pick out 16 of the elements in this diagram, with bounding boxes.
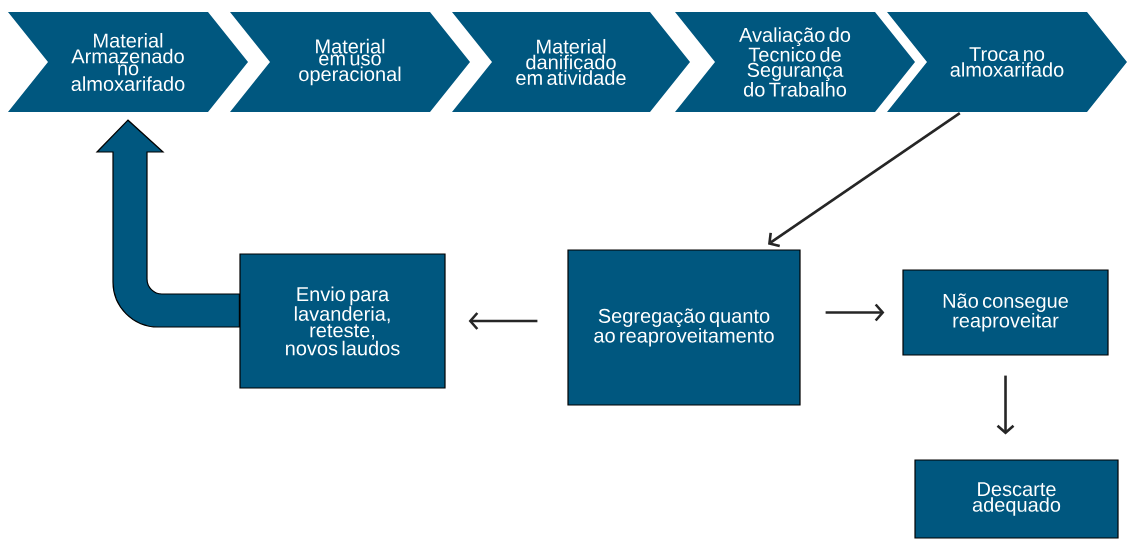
process-box: Segregação quanto ao reaproveitamento — [567, 249, 801, 406]
chevron-step: Avaliação do Tecnico de Segurança do Trabalho — [675, 12, 915, 112]
process-box: Envio para lavanderia, reteste, novos laudos — [239, 253, 446, 389]
chevron-step: Material em uso operacional — [230, 12, 470, 112]
arrow — [996, 375, 1015, 435]
chevron-step: Material danificado em atividade — [452, 12, 690, 112]
process-box: Não consegue reaproveitar — [902, 269, 1109, 356]
block-arrow — [96, 119, 240, 328]
node-label: Troca no almoxarifado — [950, 47, 1064, 77]
arrow — [768, 112, 961, 248]
chevron-step: Troca no almoxarifado — [887, 12, 1127, 112]
arrow — [825, 303, 885, 322]
arrow — [468, 312, 538, 330]
process-box: Descarte adequado — [914, 459, 1119, 539]
node-label: Avaliação do Tecnico de Segurança do Trabalho — [739, 27, 851, 97]
chevron-step: Material Armazenado no almoxarifado — [8, 12, 248, 112]
